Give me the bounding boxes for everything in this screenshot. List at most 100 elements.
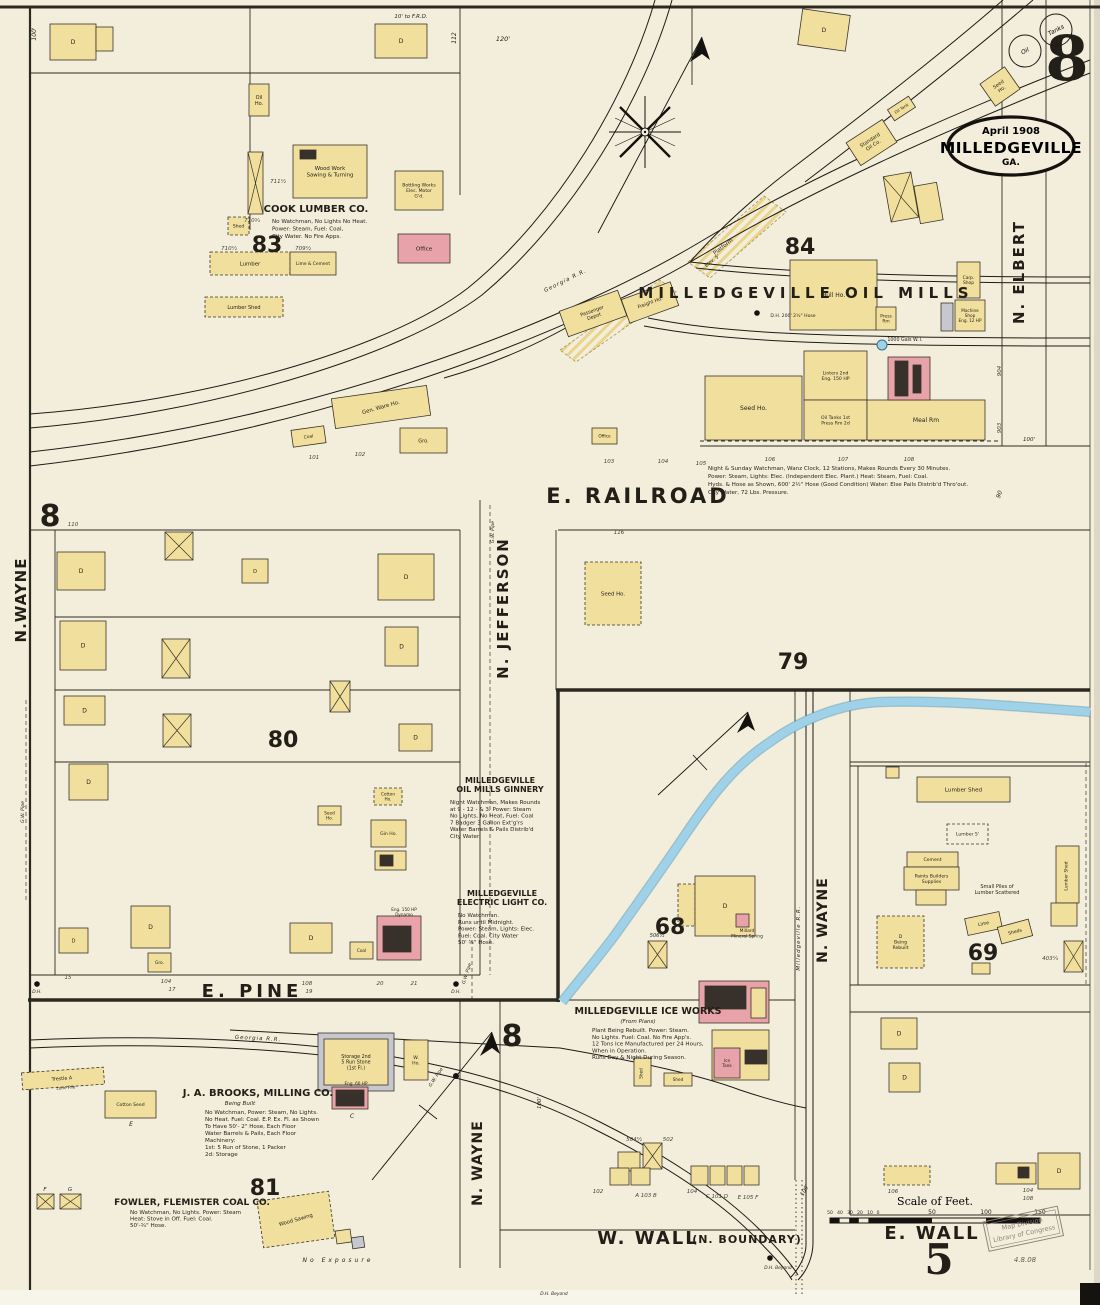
building-label: D xyxy=(148,924,153,931)
building xyxy=(642,1142,663,1170)
building xyxy=(1017,1166,1030,1179)
business-name: COOK LUMBER CO. xyxy=(264,204,369,215)
north-arrow-head xyxy=(737,712,755,733)
building xyxy=(971,962,991,975)
business-note: No Watchman, No Lights. Power: Steam xyxy=(130,1210,241,1216)
lot-number: C 101 D xyxy=(706,1194,728,1200)
annotation-label: Lone Pile xyxy=(56,1084,76,1090)
building: W.Ho. xyxy=(403,1039,429,1081)
building-label: W.Ho. xyxy=(412,1055,420,1067)
annotation-label: 120' xyxy=(496,35,510,43)
district-number: 83 xyxy=(252,233,283,258)
lot-number: 116 xyxy=(614,530,625,536)
building: Lumber 5' xyxy=(946,823,989,845)
business-note: Water Barrels & Pails, Each Floor xyxy=(205,1131,297,1137)
hydrant-label: D.H. xyxy=(451,989,460,995)
building: Cement xyxy=(906,851,959,868)
building: Gin Ho. xyxy=(370,819,407,848)
building-label: Coal xyxy=(357,948,366,953)
building xyxy=(350,1235,366,1250)
building xyxy=(915,889,947,906)
district-number: 80 xyxy=(268,728,299,753)
building xyxy=(995,1162,1037,1185)
building-label: Seed Ho. xyxy=(601,591,625,597)
business-note: Night Watchman, Makes Rounds xyxy=(450,800,540,806)
lot-number: 102 xyxy=(593,1189,604,1195)
lot-number: 20 xyxy=(377,981,384,987)
date-stamp-oval: April 1908 MILLEDGEVILLE GA. xyxy=(940,115,1082,177)
business-subtitle: (From Plans) xyxy=(620,1019,655,1025)
building-label: Lime & Cement xyxy=(296,261,330,267)
building-label: D xyxy=(723,903,728,910)
building: Sheds xyxy=(996,918,1034,945)
building xyxy=(735,913,750,928)
water-pipe-lines xyxy=(25,505,1087,1000)
business-name: FOWLER, FLEMISTER COAL CO. xyxy=(114,1198,270,1208)
building: Seed Ho. xyxy=(584,561,642,626)
area-title: MILLEDGEVILLE OIL MILLS xyxy=(638,284,973,302)
building xyxy=(59,1193,82,1210)
business-note: Plant Being Rebuilt. Power: Steam. xyxy=(592,1028,689,1034)
building: Lumber Shed xyxy=(916,776,1011,803)
building: Seed Ho. xyxy=(704,375,803,441)
building: D xyxy=(68,763,109,801)
annotation-label: No Exposure xyxy=(303,1257,374,1264)
business-note: City Water. xyxy=(450,834,481,840)
building-label: Seed Ho. xyxy=(740,405,767,412)
building-label: D xyxy=(902,1075,907,1082)
paper-edge xyxy=(1094,0,1100,1305)
lot-number: 103 xyxy=(604,459,615,465)
building-label: Lumber Shed xyxy=(227,305,260,311)
building-label: D xyxy=(413,735,418,742)
stamp-city: MILLEDGEVILLE xyxy=(940,139,1082,157)
business-note: Water Barrels & Pails Distrib'd xyxy=(450,827,534,833)
business-note: No Lights, No Heat, Fuel: Coal xyxy=(450,814,534,820)
north-arrow-creek xyxy=(657,711,755,796)
building: D xyxy=(241,558,269,584)
lot-number: 108 xyxy=(904,457,915,463)
business-note: 2d: Storage xyxy=(205,1152,238,1158)
building: StandardOil Co. xyxy=(845,118,898,167)
building: D xyxy=(1037,1152,1081,1190)
north-arrow-head xyxy=(480,1032,500,1056)
annotation-label: 10' to F.R.D. xyxy=(394,14,428,20)
sheet-number: 8 xyxy=(40,499,61,534)
building: Lumber Shed xyxy=(204,296,284,318)
building-label: D xyxy=(309,935,314,942)
business-note: City Water. No Fire Apps. xyxy=(272,234,341,240)
building: D xyxy=(888,1062,921,1093)
building: Shed xyxy=(227,216,250,236)
annotation-label: D.H. 200' 2½" Hose xyxy=(770,312,815,319)
building: Shed xyxy=(663,1072,693,1087)
business-note: City Water, 72 Lbs. Pressure. xyxy=(708,490,789,496)
street-label: (N. BOUNDARY) xyxy=(692,1233,802,1246)
building: Coal xyxy=(290,425,327,448)
building-label: D xyxy=(82,708,87,715)
business-note: Fuel: Coal. City Water xyxy=(458,933,519,939)
business-note: No Heat. Fuel: Coal. E.P. Ex. Fl. as Sho… xyxy=(205,1117,320,1123)
business-note: 50' ¾" Hose. xyxy=(458,940,494,946)
building-label: SeedHo. xyxy=(992,79,1009,96)
building: D xyxy=(59,620,107,671)
scale-tick: 50 xyxy=(827,1210,833,1216)
building-label: D xyxy=(86,779,91,786)
building xyxy=(299,149,317,160)
building-label: D xyxy=(399,38,404,45)
building xyxy=(21,1066,105,1091)
building: Shed xyxy=(633,1057,652,1087)
building: D xyxy=(56,551,106,591)
business-note: Night & Sunday Watchman, Wanz Clock, 12 … xyxy=(708,466,950,472)
building xyxy=(750,987,767,1019)
